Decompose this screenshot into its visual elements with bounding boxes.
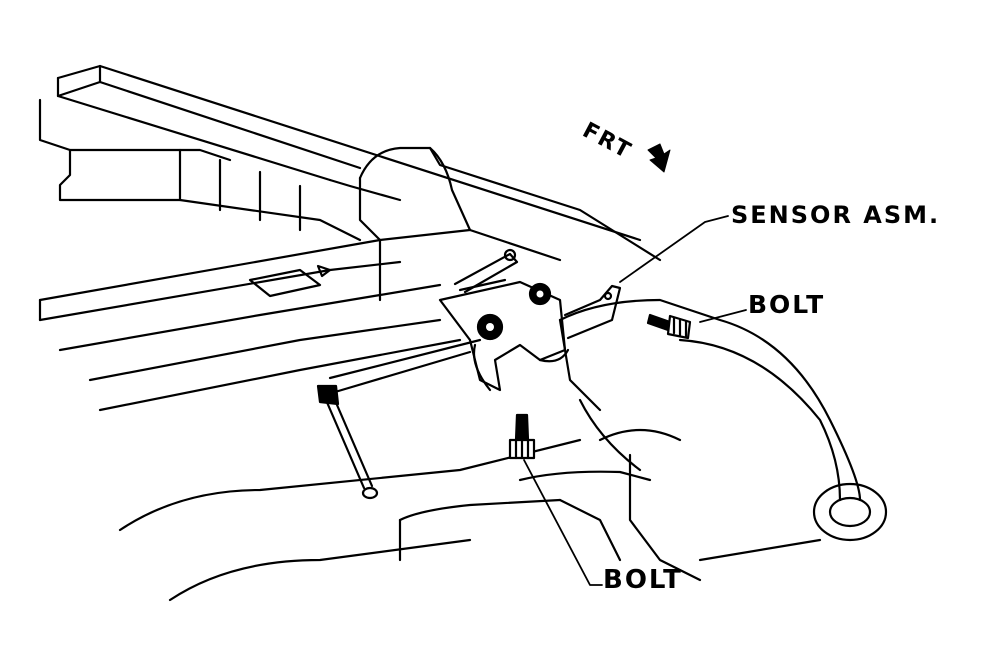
differential-housing bbox=[558, 298, 888, 562]
lower-housing bbox=[118, 398, 702, 602]
sensor-assembly-label: SENSOR ASM. bbox=[731, 201, 941, 229]
bolt-lower-label: BOLT bbox=[603, 565, 683, 595]
sensor-leader-line bbox=[619, 215, 729, 283]
callout-leaders bbox=[523, 215, 747, 586]
sensor-assembly bbox=[438, 248, 622, 392]
front-arrow-icon bbox=[647, 143, 671, 173]
bolt-upper-icon bbox=[646, 313, 692, 340]
crossmember bbox=[38, 146, 662, 412]
linkage-arm bbox=[316, 338, 482, 500]
bolt-lower-icon bbox=[508, 413, 536, 460]
bolt-upper-leader-line bbox=[699, 309, 747, 323]
bolt-upper-label: BOLT bbox=[748, 290, 826, 319]
bolt-lower-leader-line bbox=[523, 459, 603, 586]
frame-rail bbox=[38, 64, 642, 242]
